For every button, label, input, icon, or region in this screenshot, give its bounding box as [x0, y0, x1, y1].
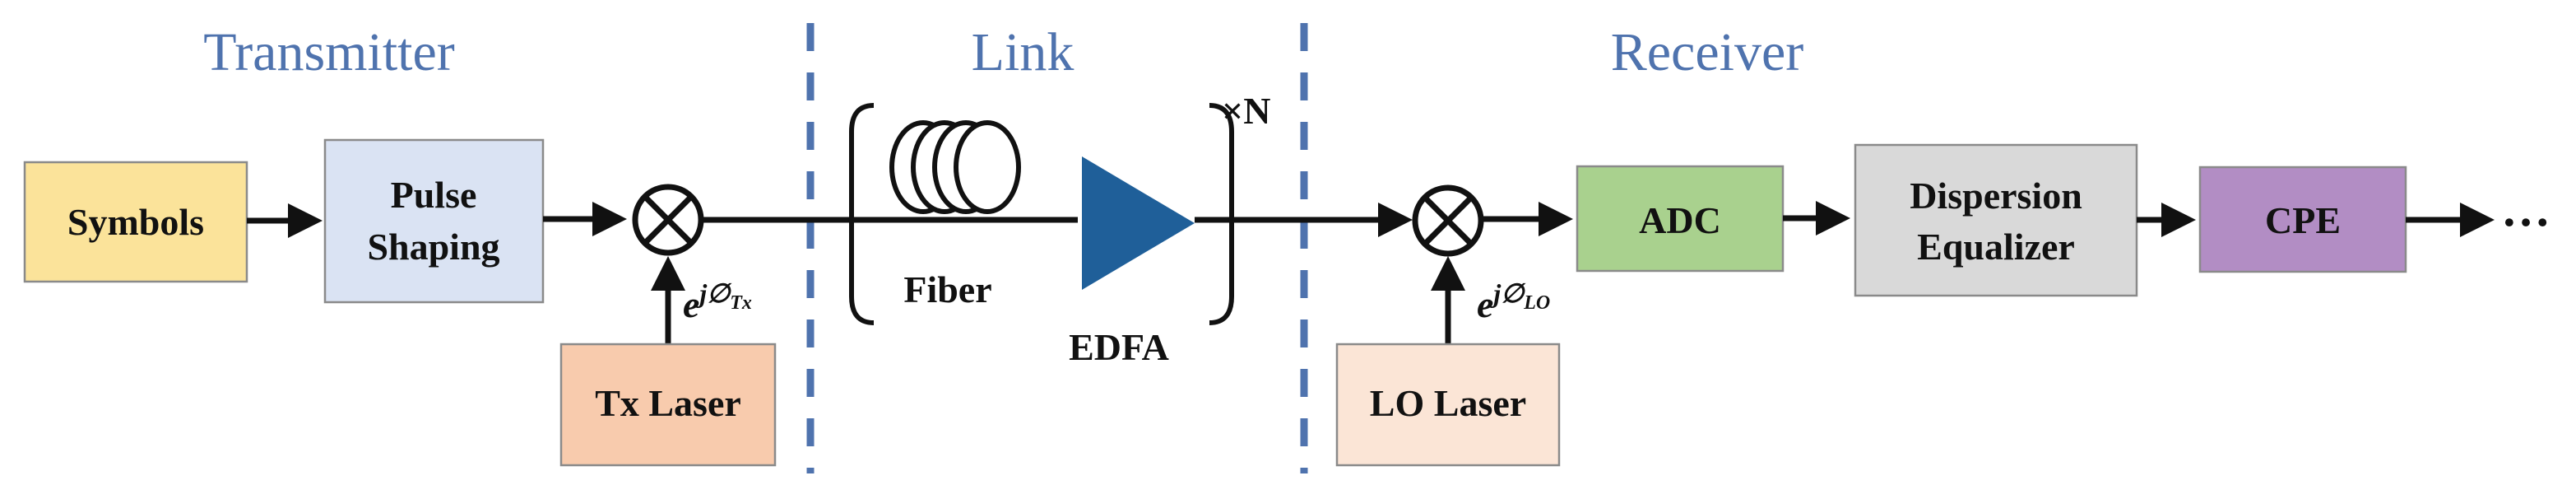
cpe-block: CPE [2198, 166, 2407, 273]
tx-phase-term: ej∅Tx [683, 278, 752, 325]
symbols-block: Symbols [23, 161, 248, 283]
pulse-shaping-label-line2: Shaping [367, 226, 499, 268]
link-left-bracket [849, 103, 875, 325]
tx-laser-block: Tx Laser [559, 343, 777, 467]
section-title-link: Link [972, 22, 1074, 82]
fiber-coil-icon [889, 120, 1021, 214]
adc-block: ADC [1576, 165, 1785, 273]
pulse-shaping-label-line1: Pulse [391, 174, 477, 216]
lo-laser-label: LO Laser [1370, 382, 1526, 424]
cpe-label: CPE [2265, 199, 2341, 241]
tx-laser-label: Tx Laser [595, 382, 741, 424]
dispersion-equalizer-label-line2: Equalizer [1917, 226, 2075, 268]
section-title-receiver: Receiver [1611, 22, 1804, 82]
amplifier-triangle-icon [1082, 156, 1195, 290]
link-right-bracket [1209, 103, 1234, 325]
repeat-count-label: ×N [1222, 90, 1270, 132]
lo-laser-block: LO Laser [1335, 343, 1561, 467]
symbols-label: Symbols [67, 201, 204, 243]
dispersion-equalizer-label-line1: Dispersion [1910, 175, 2082, 217]
mixer-icon [632, 184, 704, 256]
dispersion-equalizer-block: Dispersion Equalizer [1854, 143, 2138, 297]
pulse-shaping-block: Pulse Shaping [323, 138, 545, 304]
fiber-label: Fiber [903, 268, 991, 310]
continuation-ellipsis: … [2501, 182, 2550, 236]
edfa-label: EDFA [1069, 326, 1169, 368]
section-title-transmitter: Transmitter [203, 22, 455, 82]
adc-label: ADC [1639, 199, 1721, 241]
lo-phase-term: ej∅LO [1477, 278, 1550, 325]
mixer-icon [1412, 184, 1484, 257]
